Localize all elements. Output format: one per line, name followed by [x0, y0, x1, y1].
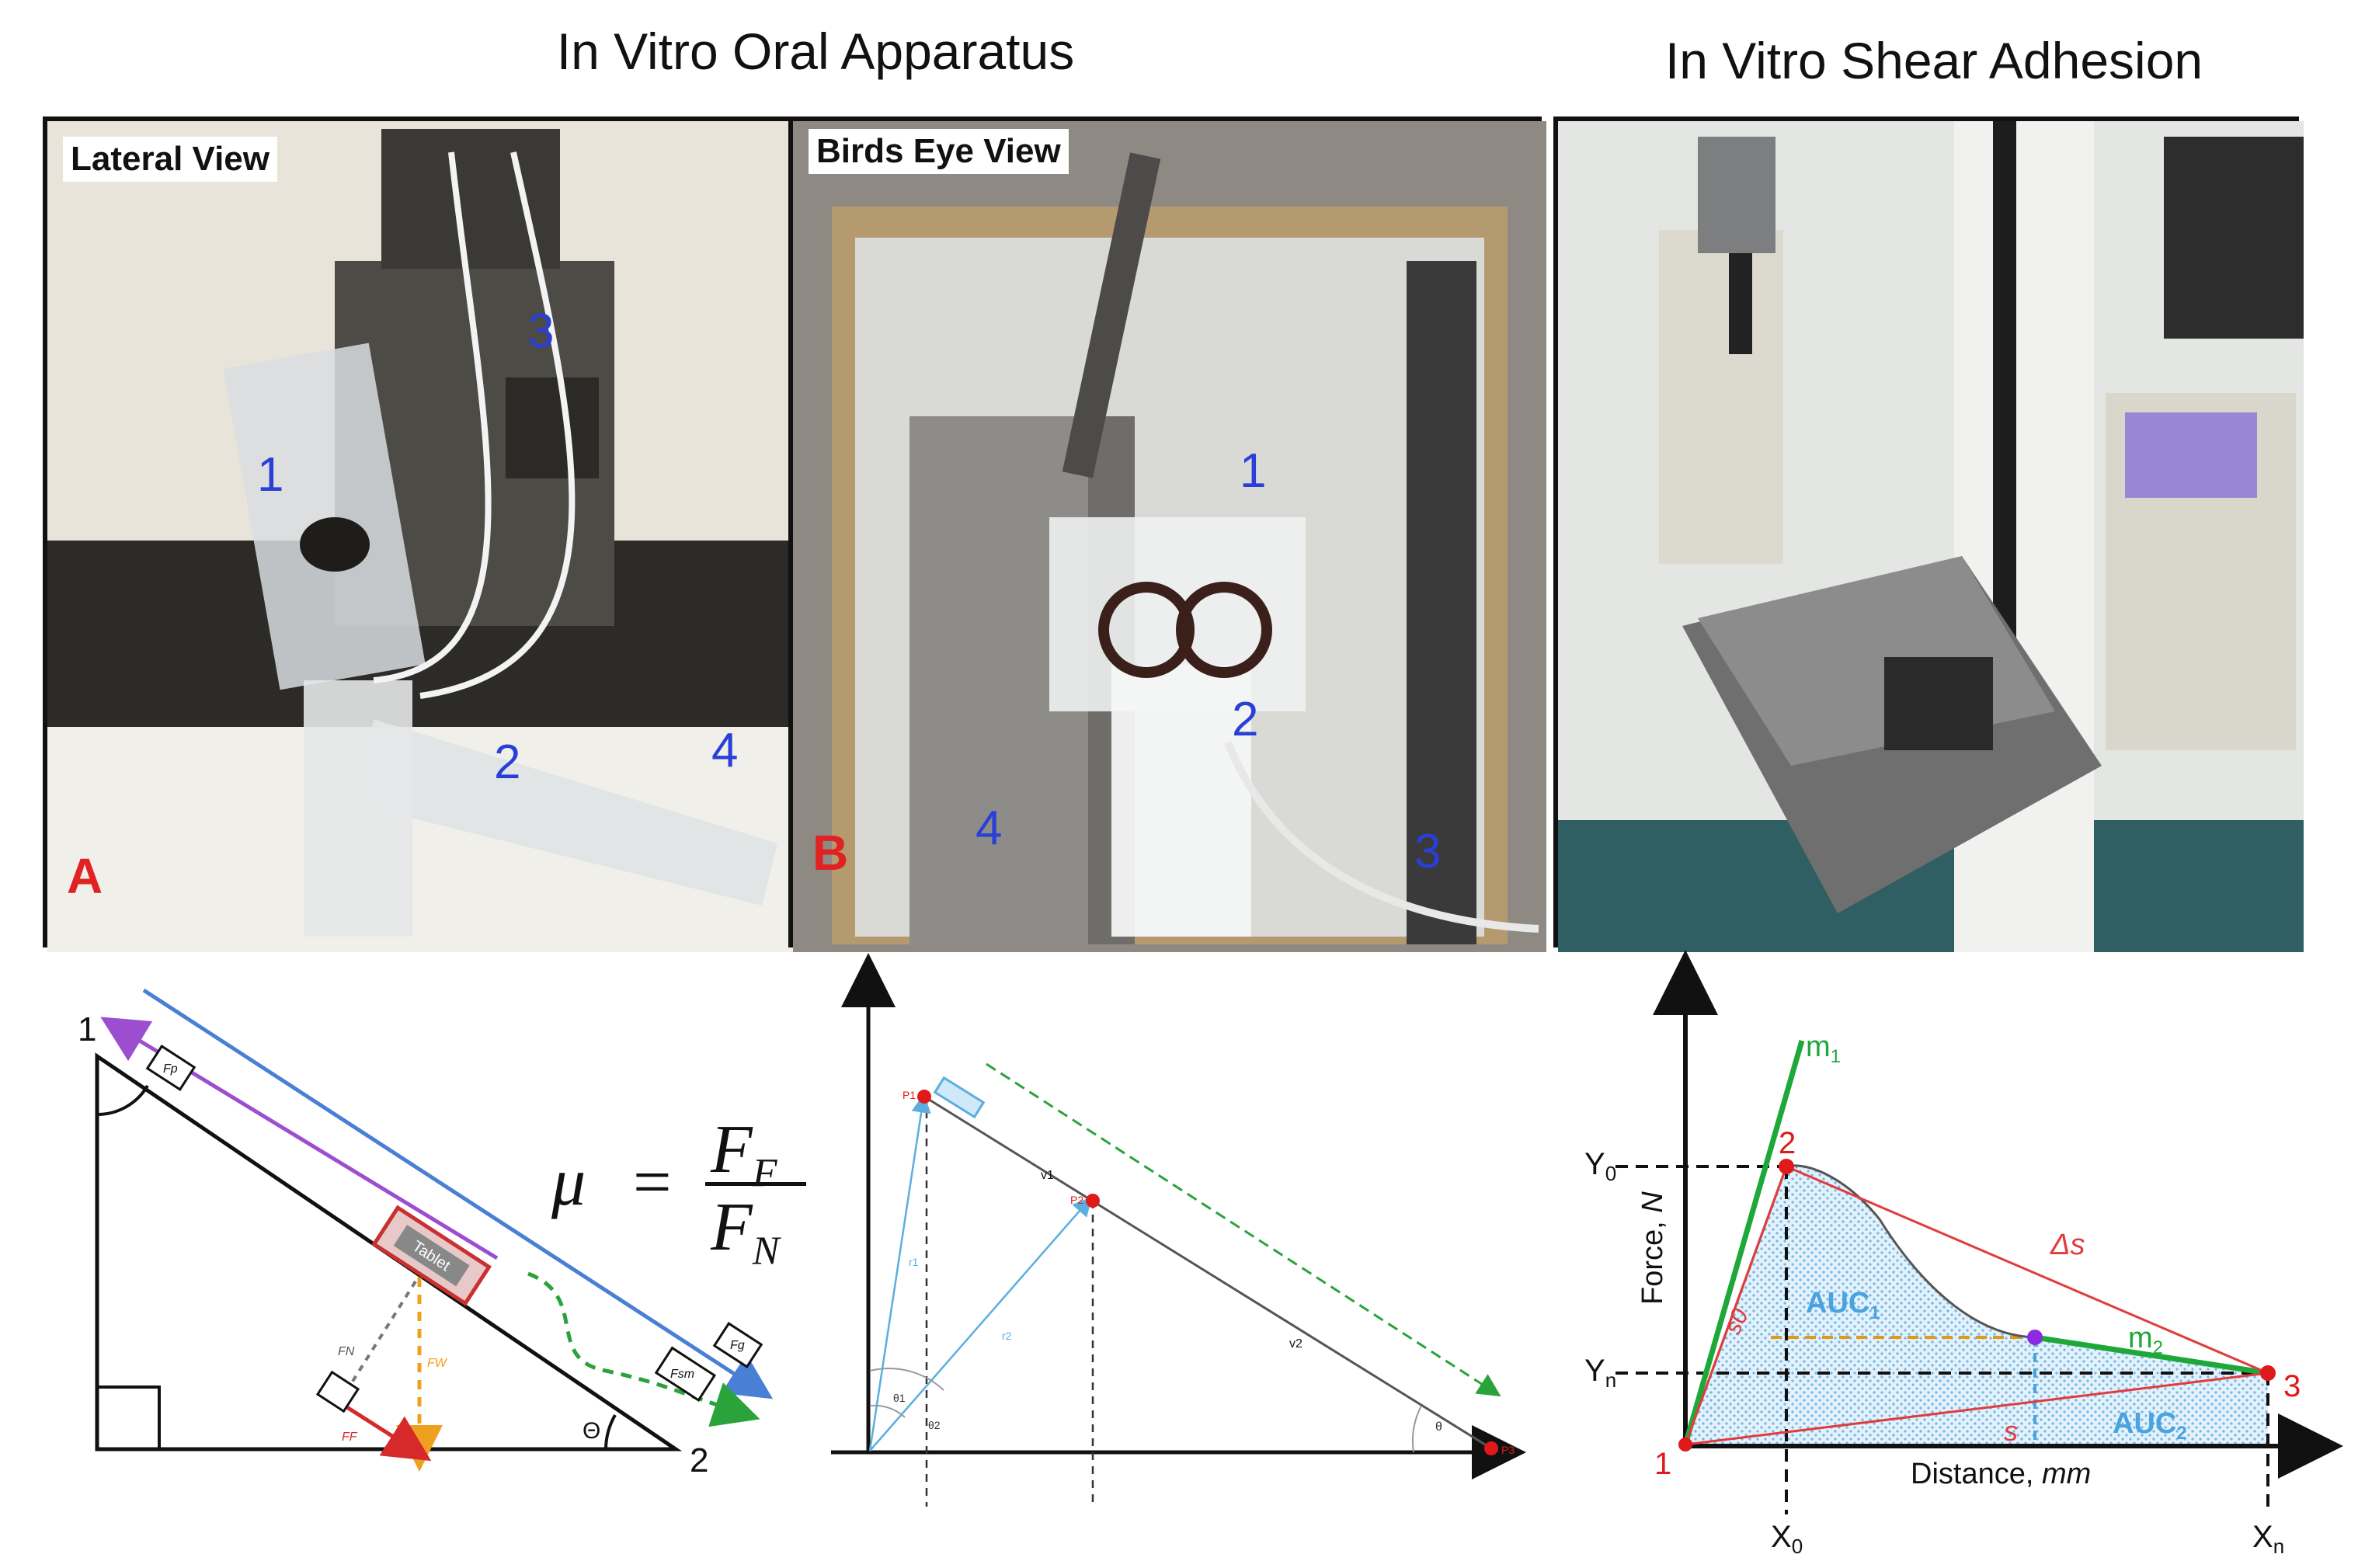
label-r2: r2: [1002, 1330, 1012, 1342]
right-angle-marker: [96, 1385, 161, 1451]
top-angle-arc: [96, 1084, 149, 1117]
force-box-small: [315, 1370, 360, 1413]
vector-r2: [869, 1196, 1093, 1452]
force-label-fw: FW: [427, 1357, 448, 1370]
tablet-marker: [933, 1076, 986, 1119]
x-tick-xn: Xn: [2252, 1520, 2284, 1558]
force-box-bottom-b: [712, 1322, 763, 1368]
lateral-view-photo: [47, 121, 793, 952]
theta-arc: [604, 1414, 617, 1450]
panel-b-birds-eye-view: Birds Eye View 1 2 3 4 B: [788, 116, 1546, 952]
label-m2: m2: [2128, 1322, 2163, 1358]
panel-letter-a: A: [67, 848, 103, 904]
label-p2: P2: [1070, 1194, 1083, 1206]
force-curve: [1684, 1164, 2269, 1445]
angle-arc-theta: [1411, 1405, 1422, 1453]
theta-label: Θ: [583, 1418, 600, 1444]
y-tick-y0: Y0: [1584, 1147, 1616, 1185]
title-shear-adhesion: In Vitro Shear Adhesion: [1664, 32, 2203, 89]
label-auc1: AUC1: [1806, 1287, 1880, 1323]
force-distance-diagram: Y0 Yn X0 Xn Force, N Distance, mm 1 2 3 …: [1584, 950, 2343, 1558]
point-p2: [1086, 1194, 1100, 1208]
birds-eye-view-photo: [793, 121, 1546, 952]
shear-adhesion-photo: [1558, 121, 2304, 952]
label-r1: r1: [909, 1256, 919, 1268]
trajectory-diagram: P1 P2 P3 r1 r2 v1 v2 θ1 θ2 θ: [831, 953, 1526, 1507]
blue-force-line: [142, 988, 774, 1399]
trajectory-line: [923, 1095, 1492, 1450]
birds-eye-view-label: Birds Eye View: [809, 129, 1069, 174]
incline-diagram: Tablet Fp Fsm Fg FN FW FF 1 2 Θ: [78, 988, 774, 1479]
angle-arc-theta1: [869, 1368, 944, 1391]
x-tick-x0: X0: [1771, 1520, 1803, 1558]
vector-r1: [868, 1093, 931, 1452]
force-label-fg: Fg: [730, 1339, 745, 1352]
apparatus-number-1: 1: [257, 448, 284, 502]
label-theta2: θ2: [928, 1419, 941, 1431]
point-1: [1678, 1438, 1692, 1452]
y-tick-yn: Yn: [1584, 1354, 1616, 1392]
apparatus-number-4: 4: [711, 724, 739, 777]
segment-s0: [1684, 1166, 1788, 1445]
label-delta-s: Δs: [2050, 1229, 2085, 1261]
force-label-fp: Fp: [163, 1062, 178, 1076]
normal-force-line: [348, 1280, 417, 1388]
label-v1: v1: [1041, 1169, 1054, 1182]
segment-s: [1685, 1372, 2269, 1446]
apparatus-number-2-b: 2: [1232, 693, 1259, 746]
apparatus-number-3: 3: [527, 304, 555, 358]
green-path: [527, 1271, 760, 1427]
label-m1: m1: [1806, 1031, 1841, 1067]
label-v2: v2: [1289, 1337, 1302, 1351]
x-axis-label: Distance, mm: [1911, 1458, 2091, 1490]
angle-arc-theta2: [869, 1404, 906, 1418]
force-label-fn: FN: [338, 1345, 355, 1358]
label-theta1: θ1: [893, 1392, 906, 1404]
equals-sign: =: [633, 1145, 672, 1220]
label-theta: θ: [1435, 1420, 1442, 1434]
apparatus-number-3-b: 3: [1414, 825, 1442, 878]
force-label-ff: FF: [342, 1431, 358, 1444]
denominator: FN: [711, 1190, 780, 1274]
apparatus-number-2: 2: [494, 735, 521, 789]
vertex-label-1: 1: [78, 1010, 96, 1048]
slope-m1: [1682, 1040, 1805, 1445]
green-dash-line: [986, 1062, 1501, 1397]
segment-delta-s: [1786, 1165, 2269, 1375]
label-p1: P1: [903, 1089, 916, 1101]
panel-a-lateral-view: Lateral View 1 2 3 4 A: [43, 116, 793, 952]
tablet-box: Tablet: [371, 1205, 492, 1306]
label-point-2: 2: [1779, 1126, 1796, 1160]
apparatus-number-4-b: 4: [976, 801, 1003, 855]
apparatus-number-1-b: 1: [1240, 444, 1267, 498]
point-2: [1779, 1159, 1794, 1174]
force-box-top: [145, 1045, 196, 1091]
point-p3: [1484, 1441, 1498, 1455]
area-under-curve: [1685, 1165, 2268, 1445]
force-label-fsm: Fsm: [670, 1368, 694, 1381]
point-mid: [2027, 1330, 2043, 1345]
panel-letter-b: B: [812, 825, 849, 881]
label-point-3: 3: [2283, 1369, 2301, 1403]
force-box-bottom-a: [654, 1346, 717, 1402]
label-s: s: [2004, 1415, 2018, 1447]
slope-m2: [2034, 1334, 2269, 1376]
mu-symbol: μ: [551, 1145, 586, 1220]
y-axis-label: Force, N: [1636, 1191, 1669, 1305]
title-oral-apparatus: In Vitro Oral Apparatus: [556, 23, 1075, 80]
vertex-label-2: 2: [690, 1441, 708, 1479]
lateral-view-label: Lateral View: [63, 137, 277, 182]
numerator: FF: [711, 1112, 777, 1196]
point-p1: [917, 1090, 931, 1104]
label-p3: P3: [1501, 1444, 1515, 1456]
fraction-bar: [705, 1182, 806, 1186]
point-3: [2260, 1365, 2276, 1381]
label-point-1: 1: [1654, 1447, 1671, 1481]
label-auc2: AUC2: [2113, 1407, 2187, 1444]
panel-shear-adhesion-photo: [1553, 116, 2304, 952]
